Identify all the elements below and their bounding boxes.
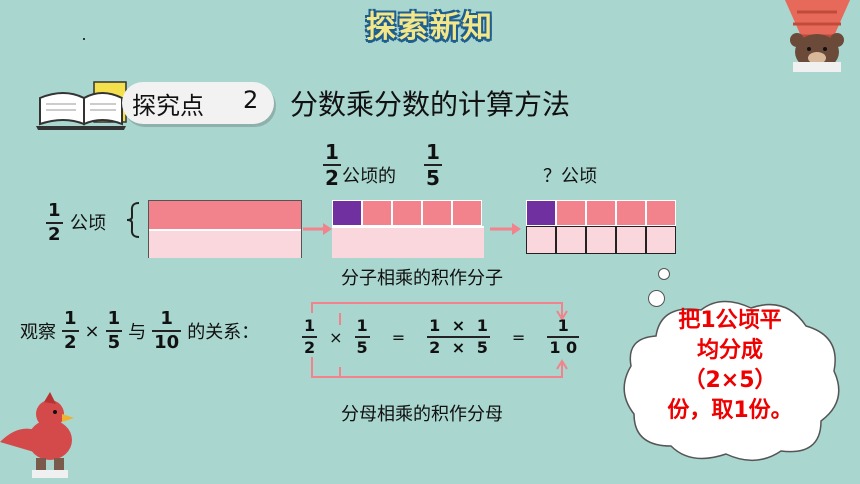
observe-and: 与 (128, 322, 147, 343)
bear-icon (785, 0, 850, 72)
page-title: 探索新知 (366, 10, 494, 45)
bird-icon (0, 392, 74, 478)
denominator-note: 分母相乘的积作分母 (341, 404, 503, 425)
eq-times: × (329, 327, 343, 347)
observe-relation: 的关系： (187, 322, 260, 343)
observe-label: 观察 (20, 322, 56, 343)
cloud-bubble (623, 300, 840, 461)
arrow-right-icon-2 (490, 223, 521, 235)
field-rect-1 (148, 200, 302, 258)
eq-equals-2: = (511, 327, 526, 347)
eq-equals-1: = (391, 327, 406, 347)
brace-icon (126, 202, 140, 238)
book-icon (36, 81, 127, 130)
top-mid-label: 公顷的 (342, 166, 396, 187)
section-badge-number: 2 (243, 86, 259, 114)
section-badge (122, 82, 274, 124)
arrow-right-icon (303, 223, 332, 235)
connector-lines (311, 302, 568, 378)
section-heading: 分数乘分数的计算方法 (290, 88, 571, 121)
numerator-note: 分子相乘的积作分子 (341, 268, 503, 289)
question-label: ？公顷 (543, 166, 597, 187)
field-rect-2 (332, 200, 488, 258)
section-badge-label: 探究点 (132, 92, 204, 120)
bubble-dot-1 (658, 268, 670, 280)
cloud-text: 把1公顷平 均分成 （2×5） 份，取1份。 (667, 308, 793, 423)
observe-times: × (84, 320, 100, 342)
dot-decoration (83, 38, 85, 40)
left-unit-label: 公顷 (70, 213, 106, 234)
bubble-dot-2 (648, 290, 665, 307)
field-rect-3 (526, 200, 682, 258)
